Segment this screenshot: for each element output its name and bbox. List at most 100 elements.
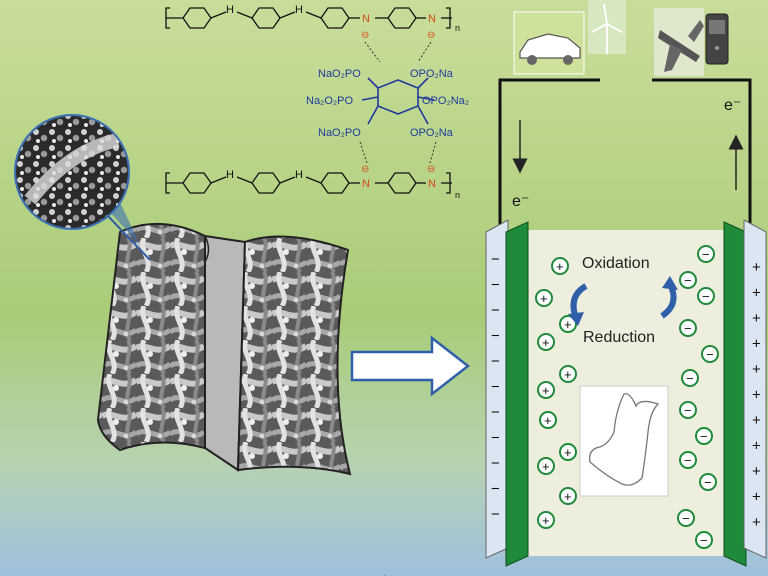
cation-sign: + <box>540 291 548 306</box>
phosphate-low-right: OPO₂Na <box>410 127 454 139</box>
anion-circle <box>679 451 697 469</box>
left-minus-sign: − <box>491 481 500 498</box>
cation-sign: + <box>544 413 552 428</box>
anion-sign: − <box>704 475 712 490</box>
cation-sign: + <box>542 459 550 474</box>
left-minus-sign: − <box>491 251 500 268</box>
anion-sign: − <box>702 289 710 304</box>
cation-circle <box>537 381 555 399</box>
right-electrode <box>723 221 747 567</box>
charge-bottom-1: ⊖ <box>361 164 369 175</box>
car-icon <box>513 11 585 75</box>
hbond-top <box>364 41 432 63</box>
right-plus-sign: + <box>752 387 761 404</box>
airplane-icon <box>654 8 704 76</box>
imine-n-top-1: N <box>362 13 370 25</box>
left-minus-sign: − <box>491 379 500 396</box>
anions: −−−−−−−−−−−− <box>677 245 719 549</box>
amine-h-2: H <box>295 4 303 16</box>
anion-sign: − <box>686 371 694 386</box>
polyaniline-phytic-acid-structure: H H N N ⊖ ⊖ n NaO₂PO OPO₂Na Na₂O₂PO OPO₂… <box>165 4 469 200</box>
reduction-label: Reduction <box>583 329 655 346</box>
left-electrode <box>505 221 529 567</box>
cation-circle <box>537 333 555 351</box>
imine-n-bottom-1: N <box>362 178 370 190</box>
anion-sign: − <box>684 321 692 336</box>
cation-sign: + <box>542 513 550 528</box>
anion-circle <box>697 245 715 263</box>
cation-circle <box>559 487 577 505</box>
anion-circle <box>695 531 713 549</box>
right-plus-sign: + <box>752 336 761 353</box>
phosphate-mid-right: OPO₂Na₂ <box>422 95 469 107</box>
cv-curve-inset <box>579 385 669 497</box>
inositol-ring <box>361 77 435 125</box>
anion-sign: − <box>684 453 692 468</box>
cation-sign: + <box>556 259 564 274</box>
anion-sign: − <box>684 273 692 288</box>
edge-mark: . <box>384 572 386 576</box>
right-plus-sign: + <box>752 463 761 480</box>
external-circuit <box>498 78 752 232</box>
right-current-collector <box>743 219 767 559</box>
oxidation-label: Oxidation <box>582 255 650 272</box>
anion-sign: − <box>700 429 708 444</box>
cation-circle <box>537 511 555 529</box>
phosphate-top-right: OPO₂Na <box>410 68 454 80</box>
left-minus-sign: − <box>491 302 500 319</box>
amine-h-3: H <box>226 169 234 181</box>
polyaniline-chain-top <box>165 7 452 29</box>
cation-circle <box>537 457 555 475</box>
phosphate-mid-left: Na₂O₂PO <box>306 95 353 107</box>
right-plus-sign: + <box>752 514 761 531</box>
anion-sign: − <box>682 511 690 526</box>
anion-circle <box>697 287 715 305</box>
cation-sign: + <box>564 317 572 332</box>
charge-top-2: ⊖ <box>427 30 435 41</box>
charge-bottom-2: ⊖ <box>427 164 435 175</box>
sem-magnified-bubble <box>14 114 151 261</box>
anion-circle <box>679 271 697 289</box>
right-plus-sign: + <box>752 259 761 276</box>
anion-circle <box>699 473 717 491</box>
cation-sign: + <box>542 383 550 398</box>
left-minus-sign: − <box>491 506 500 523</box>
left-minus-sign: − <box>491 277 500 294</box>
cation-sign: + <box>564 445 572 460</box>
left-minus-sign: − <box>491 430 500 447</box>
wind-turbine-icon <box>588 0 626 54</box>
anion-circle <box>695 427 713 445</box>
right-plus-sign: + <box>752 412 761 429</box>
redox-arrow-right <box>660 276 678 319</box>
repeat-n-top: n <box>455 23 460 33</box>
cation-sign: + <box>564 367 572 382</box>
left-electrode-charges: −−−−−−−−−−− <box>491 251 500 523</box>
charge-top-1: ⊖ <box>361 30 369 41</box>
cation-circle <box>559 315 577 333</box>
electron-label-left: e⁻ <box>512 193 529 210</box>
anion-circle <box>701 345 719 363</box>
polyaniline-chain-bottom <box>165 172 452 194</box>
anion-circle <box>679 401 697 419</box>
phosphate-top-left: NaO₂PO <box>318 68 361 80</box>
left-minus-sign: − <box>491 455 500 472</box>
right-plus-sign: + <box>752 489 761 506</box>
anion-sign: − <box>684 403 692 418</box>
process-arrow <box>350 335 471 397</box>
left-minus-sign: − <box>491 404 500 421</box>
anion-circle <box>679 319 697 337</box>
right-plus-sign: + <box>752 285 761 302</box>
anion-circle <box>677 509 695 527</box>
cation-circle <box>539 411 557 429</box>
left-minus-sign: − <box>491 353 500 370</box>
phosphate-low-left: NaO₂PO <box>318 127 361 139</box>
anion-sign: − <box>702 247 710 262</box>
right-plus-sign: + <box>752 438 761 455</box>
imine-n-top-2: N <box>428 13 436 25</box>
right-plus-sign: + <box>752 361 761 378</box>
right-electrode-charges: + + + + + + + + + + + <box>752 259 761 531</box>
phone-icon <box>705 13 729 65</box>
cation-sign: + <box>564 489 572 504</box>
right-plus-sign: + <box>752 310 761 327</box>
cation-circle <box>559 365 577 383</box>
